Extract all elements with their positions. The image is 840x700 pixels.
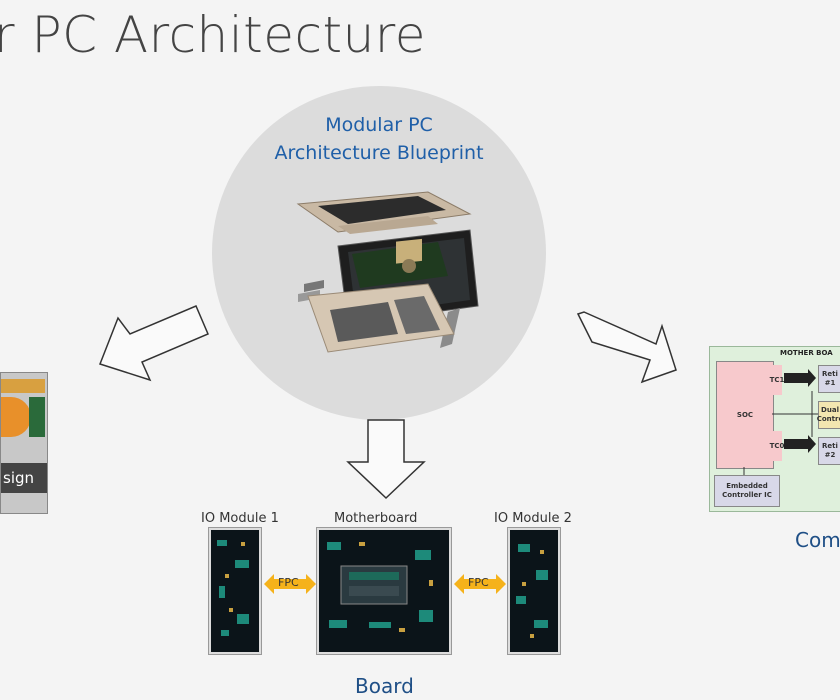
arrow-down	[346, 419, 426, 500]
board-caption: Board	[355, 674, 414, 698]
fpc-connector-left	[264, 574, 316, 594]
motherboard-block-diagram: MOTHER BOA SOC TC1 TC0 Reti #1 Dual Cont…	[709, 346, 840, 512]
blueprint-title-line2: Architecture Blueprint	[274, 142, 484, 164]
retimer-1-block: Reti #1	[818, 365, 840, 393]
fpc-label-left: FPC	[278, 576, 299, 589]
heat-pipe-area	[1, 379, 45, 393]
thermal-design-panel: sign	[0, 372, 48, 514]
arrow-right	[576, 311, 677, 384]
motherboard-label: Motherboard	[334, 511, 418, 526]
right-caption: Com	[795, 528, 840, 552]
arrow-left	[99, 305, 209, 382]
io-module-1-board	[209, 528, 261, 654]
tc1-label: TC1	[770, 365, 784, 395]
fpc-label-right: FPC	[468, 576, 489, 589]
thermal-design-label: sign	[1, 463, 47, 493]
motherboard-board	[317, 528, 451, 654]
board-area	[29, 397, 45, 437]
fpc-connector-right	[454, 574, 506, 594]
blueprint-title-line1: Modular PC	[325, 114, 433, 136]
io-module-2-board	[508, 528, 560, 654]
io-module-2-label: IO Module 2	[494, 511, 572, 526]
mb-connections	[743, 369, 818, 475]
soc-block: SOC	[716, 361, 774, 469]
tc0-label: TC0	[770, 431, 784, 461]
io-module-1-label: IO Module 1	[201, 511, 279, 526]
dual-controller-block: Dual Contro	[817, 401, 840, 429]
laptop-exploded-illustration	[296, 191, 479, 353]
fan-area	[1, 397, 31, 437]
page-title: r PC Architecture	[0, 6, 427, 64]
embedded-controller-block: Embedded Controller IC	[714, 475, 780, 507]
retimer-2-block: Reti #2	[818, 437, 840, 465]
mb-header: MOTHER BOA	[780, 349, 833, 357]
